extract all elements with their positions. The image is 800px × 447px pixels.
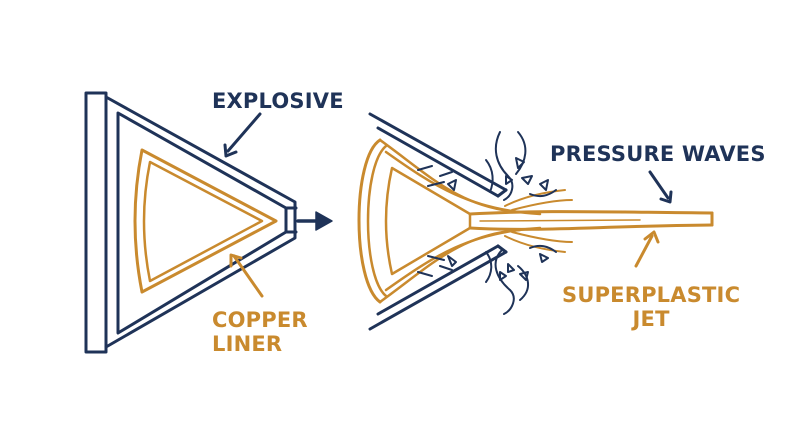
pressure-waves-label: PRESSURE WAVES bbox=[550, 142, 766, 166]
superplastic-jet-line-2: JET bbox=[632, 307, 670, 331]
copper-liner-line-1: COPPER bbox=[212, 308, 308, 332]
jet-core bbox=[479, 219, 641, 222]
explosive-label: EXPLOSIVE bbox=[212, 89, 344, 113]
casing-upper-inner bbox=[376, 126, 500, 198]
copper-liner-label: COPPER LINER bbox=[212, 308, 308, 356]
liner-outer-shell bbox=[357, 138, 382, 304]
charge-nozzle bbox=[284, 206, 298, 234]
shock-dashes bbox=[417, 165, 453, 277]
copper-liner-inner bbox=[142, 160, 264, 283]
splash-upper bbox=[504, 189, 573, 211]
casing-lower-outer bbox=[368, 250, 508, 331]
liner-inner-triangle bbox=[384, 166, 472, 276]
charge-outer-casing bbox=[104, 95, 297, 349]
pressure-waves-arrow-icon bbox=[648, 170, 673, 204]
intact-charge bbox=[84, 91, 298, 354]
copper-liner-arrow-icon bbox=[229, 253, 264, 298]
copper-liner-outer bbox=[133, 148, 278, 294]
fragments bbox=[447, 157, 549, 281]
superplastic-jet-line-1: SUPERPLASTIC bbox=[562, 283, 741, 307]
liner-shell-2 bbox=[366, 144, 388, 298]
superplastic-jet-label: SUPERPLASTIC JET bbox=[562, 283, 740, 331]
jet-upper-edge bbox=[468, 210, 714, 216]
explosive-arrow-icon bbox=[223, 112, 262, 158]
detonating-charge bbox=[357, 112, 714, 331]
charge-back-plate bbox=[84, 91, 108, 354]
casing-lower-inner bbox=[376, 244, 500, 316]
splash-lower bbox=[504, 231, 573, 253]
casing-upper-tip bbox=[496, 188, 508, 198]
pressure-wave-wisps bbox=[485, 131, 557, 315]
copper-liner-line-2: LINER bbox=[212, 332, 283, 356]
jet-lower-edge bbox=[468, 223, 714, 231]
casing-upper-outer bbox=[368, 112, 508, 192]
superplastic-jet-arrow-icon bbox=[634, 230, 660, 268]
transition-arrow-icon bbox=[296, 211, 333, 231]
